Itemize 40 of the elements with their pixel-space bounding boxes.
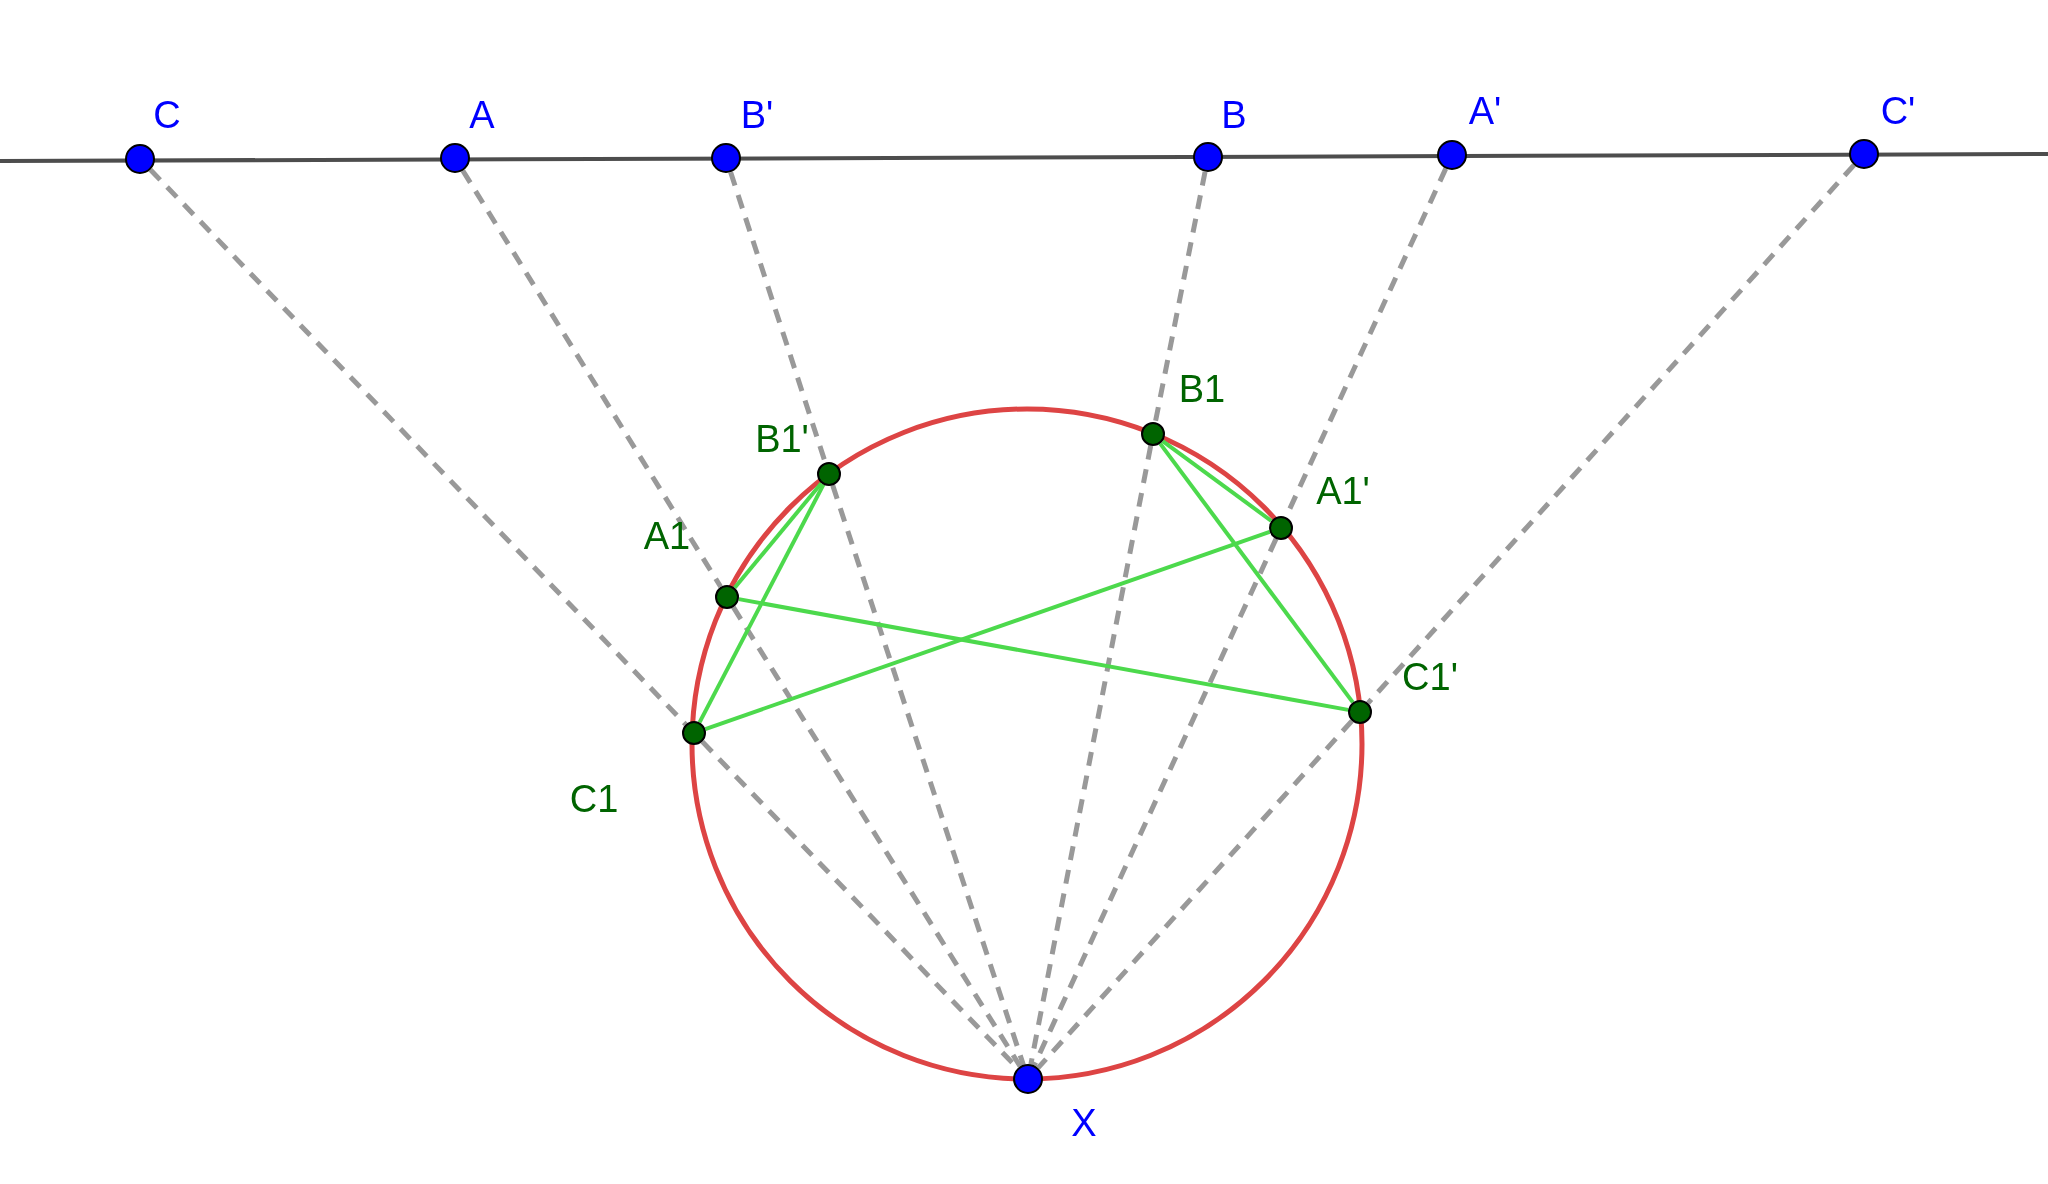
point <box>1141 422 1165 446</box>
point-label: A1 <box>643 517 691 555</box>
point-label: C <box>153 96 181 134</box>
line-segment <box>733 481 823 590</box>
point-label: B' <box>740 96 774 134</box>
dashed-line <box>1028 445 1154 1065</box>
point <box>1849 139 1879 169</box>
dashed-line <box>148 168 688 727</box>
point <box>440 143 470 173</box>
point-label: A' <box>1468 92 1502 130</box>
dashed-line <box>460 169 723 589</box>
point <box>1269 516 1293 540</box>
dashed-line <box>830 484 1026 1066</box>
line-segment <box>1158 442 1355 704</box>
dashed-line <box>731 605 1023 1068</box>
point <box>682 721 706 745</box>
point-label: A <box>469 96 495 134</box>
point <box>125 144 155 174</box>
point <box>711 143 741 173</box>
point-label: C1' <box>1402 658 1458 696</box>
point-label: B <box>1221 96 1247 134</box>
line-segment <box>704 530 1271 731</box>
dashed-line <box>1036 719 1354 1070</box>
point <box>1193 142 1223 172</box>
point <box>1348 700 1372 724</box>
point <box>1437 140 1467 170</box>
line-segment <box>697 483 826 724</box>
point-label: A1' <box>1316 472 1370 510</box>
dashed-line <box>1366 163 1856 705</box>
dashed-line <box>1152 171 1208 423</box>
point <box>1013 1064 1043 1094</box>
point-label: B1' <box>755 420 809 458</box>
point <box>715 585 739 609</box>
point-label: B1 <box>1178 370 1226 408</box>
point-label: X <box>1071 1104 1097 1142</box>
line-segment <box>1161 439 1273 523</box>
point-label: C' <box>1880 92 1916 130</box>
dashed-line <box>1032 537 1279 1067</box>
point-label: C1 <box>569 780 619 818</box>
point <box>817 462 841 486</box>
